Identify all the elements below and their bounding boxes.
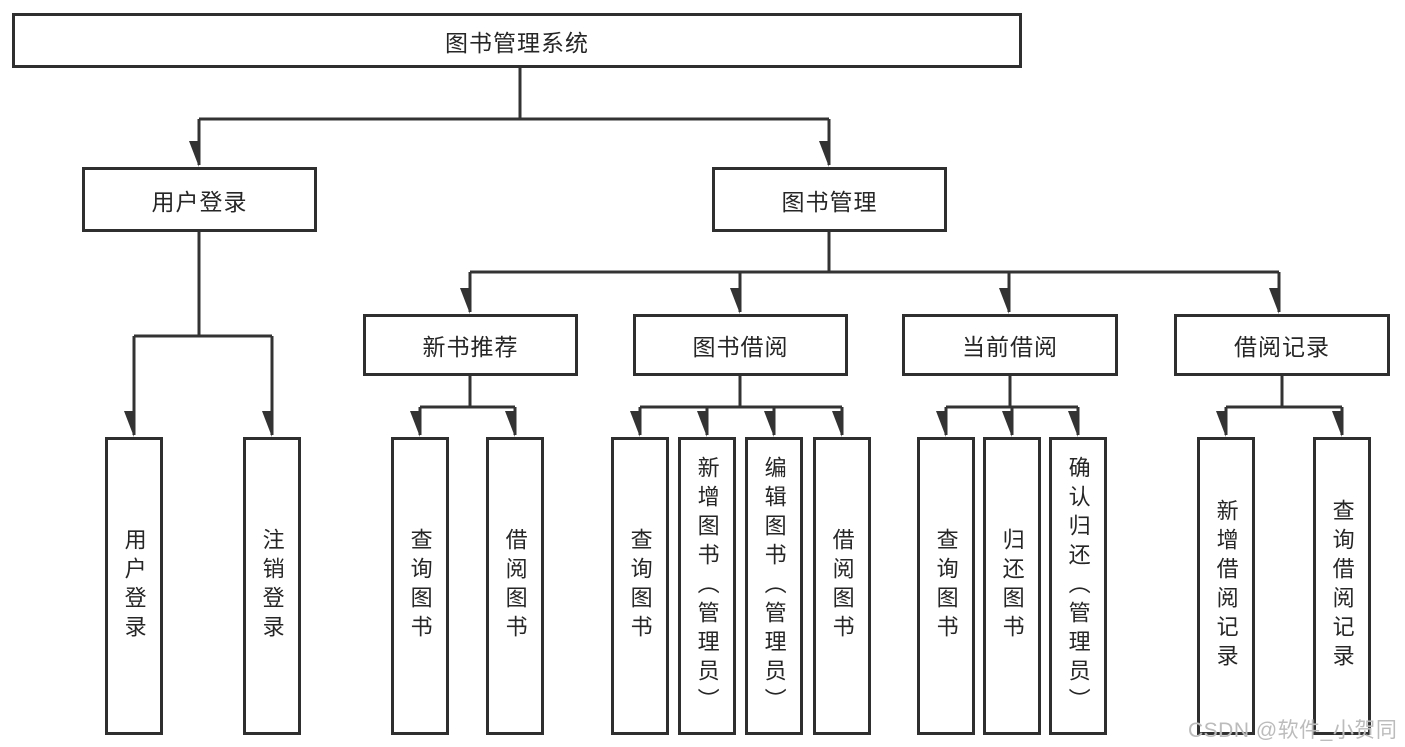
leaf-user-login: 用户登录 [105,437,163,735]
leaf-add-borrow-record-label: 新增借阅记录 [1213,499,1239,673]
node-current-borrow-label: 当前借阅 [962,334,1058,360]
node-book-management-label: 图书管理 [781,188,878,215]
leaf-logout: 注销登录 [243,437,301,735]
node-borrow-records-label: 借阅记录 [1234,334,1330,360]
leaf-query-books-borrow: 查询图书 [611,437,669,735]
node-current-borrow: 当前借阅 [902,314,1118,376]
csdn-watermark: CSDN @软件_小贺同学 [1188,719,1398,742]
leaf-logout-label: 注销登录 [259,528,285,644]
leaf-add-borrow-record: 新增借阅记录 [1197,437,1255,735]
leaf-borrow-books-recommend: 借阅图书 [486,437,544,735]
leaf-query-borrow-record: 查询借阅记录 [1313,437,1371,735]
leaf-borrow-books-recommend-label: 借阅图书 [502,528,528,644]
leaf-query-books-current-label: 查询图书 [933,528,959,644]
leaf-query-borrow-record-label: 查询借阅记录 [1329,499,1355,673]
leaf-confirm-return-admin: 确认归还（管理员） [1049,437,1107,735]
node-new-book-recommend: 新书推荐 [363,314,578,376]
leaf-add-book-admin-label: 新增图书（管理员） [694,455,720,717]
node-root-label: 图书管理系统 [445,29,589,56]
leaf-return-book-label: 归还图书 [999,528,1025,644]
leaf-edit-book-admin-label: 编辑图书（管理员） [761,455,787,717]
node-borrow-records: 借阅记录 [1174,314,1390,376]
leaf-add-book-admin: 新增图书（管理员） [678,437,736,735]
leaf-query-books-current: 查询图书 [917,437,975,735]
leaf-borrow-books-label: 借阅图书 [829,528,855,644]
node-new-book-recommend-label: 新书推荐 [422,334,519,360]
node-book-borrow-label: 图书借阅 [692,334,789,360]
leaf-confirm-return-admin-label: 确认归还（管理员） [1065,455,1091,717]
leaf-user-login-label: 用户登录 [121,528,147,644]
leaf-borrow-books: 借阅图书 [813,437,871,735]
node-book-management: 图书管理 [712,167,947,232]
leaf-query-books-recommend: 查询图书 [391,437,449,735]
node-user-login-label: 用户登录 [151,188,248,215]
leaf-query-books-recommend-label: 查询图书 [407,528,433,644]
leaf-edit-book-admin: 编辑图书（管理员） [745,437,803,735]
leaf-query-books-borrow-label: 查询图书 [627,528,653,644]
node-root: 图书管理系统 [12,13,1022,68]
node-user-login: 用户登录 [82,167,317,232]
node-book-borrow: 图书借阅 [633,314,848,376]
leaf-return-book: 归还图书 [983,437,1041,735]
